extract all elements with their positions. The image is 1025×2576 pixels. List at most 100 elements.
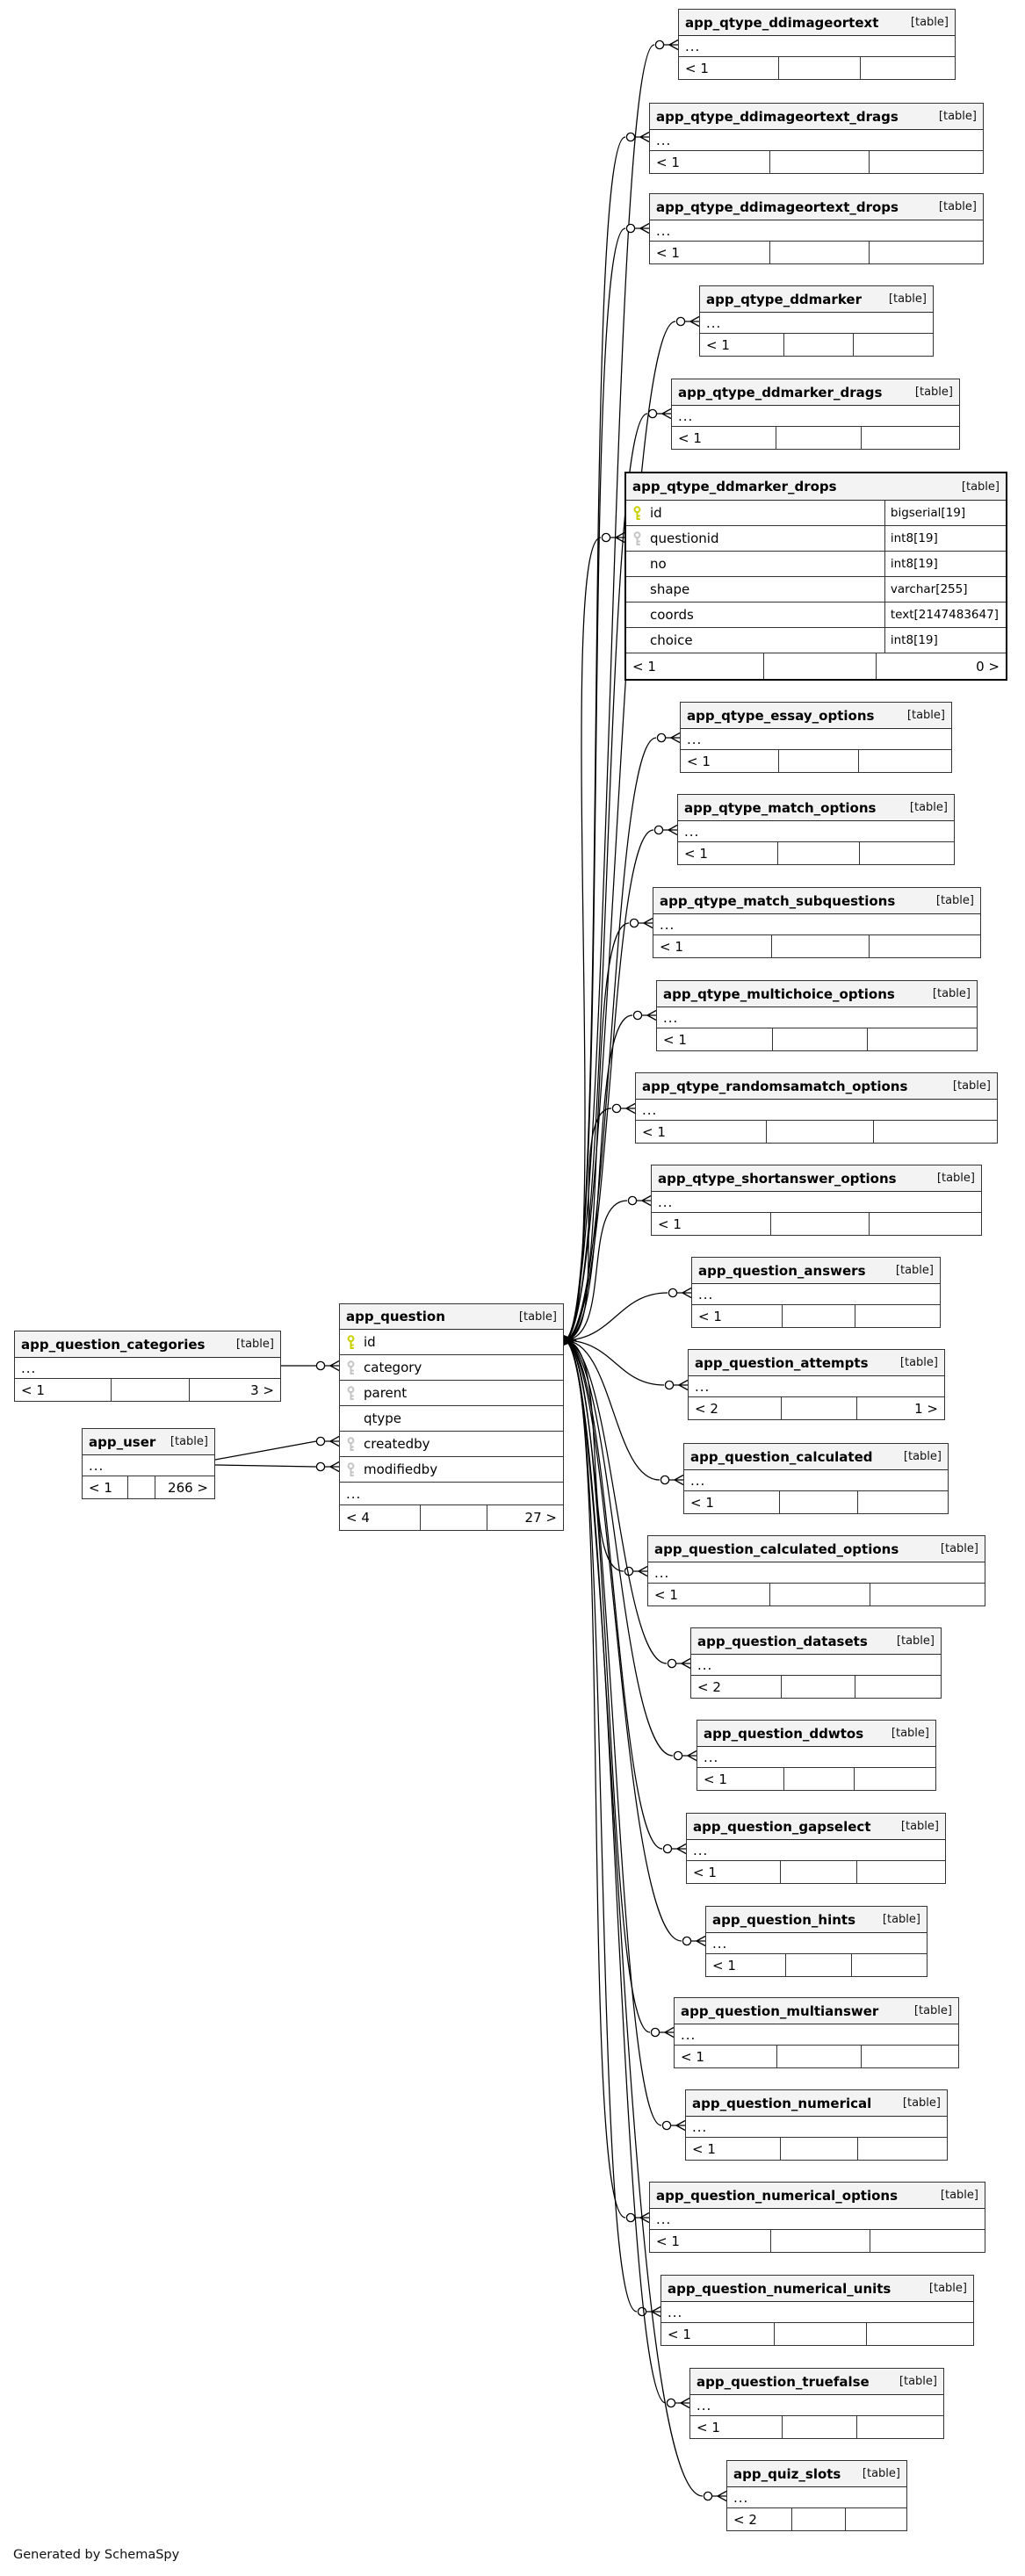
table-node-app_qtype_ddimageortext[interactable]: app_qtype_ddimageortext[table]...< 1: [678, 9, 956, 80]
table-type-badge: [table]: [899, 1356, 938, 1369]
table-footer: < 1: [650, 2230, 985, 2252]
table-name: app_qtype_match_options: [684, 799, 877, 816]
footer-cell: [762, 653, 877, 679]
zero-cardinality-circle: [315, 1360, 326, 1371]
table-type-badge: [table]: [961, 480, 1000, 494]
zero-cardinality-circle: [315, 1436, 326, 1447]
footer-cell: < 1: [654, 1586, 678, 1603]
ellipsis-text: ...: [654, 1564, 670, 1581]
table-footer: < 2: [727, 2508, 906, 2530]
table-footer: < 1: [706, 1954, 927, 1976]
footer-cell: [870, 935, 980, 957]
table-name: app_question_truefalse: [697, 2373, 870, 2390]
foreign-key-icon: [346, 1360, 357, 1375]
table-node-app_question_calculated_options[interactable]: app_question_calculated_options[table]..…: [647, 1535, 985, 1606]
columns-ellipsis-row: ...: [689, 1376, 944, 1397]
footer-cell: < 1: [685, 60, 709, 76]
table-node-app_question_ddwtos[interactable]: app_question_ddwtos[table]...< 1: [697, 1720, 936, 1791]
table-node-app_question_numerical_units[interactable]: app_question_numerical_units[table]...< …: [660, 2275, 974, 2346]
table-header: app_question_multianswer[table]: [675, 1998, 958, 2024]
columns-ellipsis-row: ...: [690, 2395, 943, 2416]
columns-ellipsis-row: ...: [650, 220, 983, 242]
column-name: qtype: [364, 1411, 402, 1426]
table-node-app_question_numerical_options[interactable]: app_question_numerical_options[table]...…: [649, 2182, 985, 2253]
table-node-app_qtype_match_subquestions[interactable]: app_qtype_match_subquestions[table]...< …: [653, 887, 981, 958]
table-node-app_qtype_multichoice_options[interactable]: app_qtype_multichoice_options[table]...<…: [656, 980, 978, 1051]
table-node-app_question_multianswer[interactable]: app_question_multianswer[table]...< 1: [674, 1997, 959, 2068]
table-type-badge: [table]: [940, 2189, 978, 2202]
table-type-badge: [table]: [518, 1310, 557, 1324]
ellipsis-text: ...: [698, 1286, 714, 1302]
table-node-app_qtype_match_options[interactable]: app_qtype_match_options[table]...< 1: [677, 794, 955, 865]
table-header: app_question_datasets[table]: [691, 1628, 941, 1655]
zero-cardinality-circle: [611, 1103, 622, 1114]
table-node-app_question_calculated[interactable]: app_question_calculated[table]...< 1: [683, 1443, 949, 1514]
zero-cardinality-circle: [625, 223, 636, 234]
zero-cardinality-circle: [654, 40, 665, 50]
footer-cell: [781, 2416, 858, 2438]
table-name: app_qtype_ddimageortext_drops: [656, 198, 899, 215]
ellipsis-text: ...: [706, 314, 722, 331]
ellipsis-text: ...: [692, 2118, 708, 2135]
table-header: app_question_numerical_units[table]: [661, 2276, 973, 2302]
footer-cell: [785, 1954, 852, 1976]
footer-cell: < 1: [89, 1479, 112, 1496]
footer-cell: [770, 1213, 870, 1235]
columns-ellipsis-row: ...: [686, 2117, 947, 2138]
columns-ellipsis-row: ...: [691, 1655, 941, 1676]
fk-edge: [563, 1009, 657, 1341]
table-footer: < 1: [697, 1768, 935, 1790]
table-node-app_question_truefalse[interactable]: app_question_truefalse[table]...< 1: [689, 2368, 944, 2439]
table-node-app_qtype_shortanswer_options[interactable]: app_qtype_shortanswer_options[table]...<…: [651, 1165, 982, 1236]
table-header: app_question_calculated_options[table]: [648, 1536, 985, 1562]
table-node-app_question_answers[interactable]: app_question_answers[table]...< 1: [691, 1257, 941, 1328]
table-node-app_qtype_ddimageortext_drags[interactable]: app_qtype_ddimageortext_drags[table]...<…: [649, 103, 984, 174]
footer-cell: < 1: [678, 429, 702, 446]
ellipsis-text: ...: [704, 1749, 719, 1765]
table-node-app_qtype_randomsamatch_options[interactable]: app_qtype_randomsamatch_options[table]..…: [635, 1072, 998, 1144]
column-name: choice: [650, 632, 693, 648]
footer-cell: < 1: [660, 938, 683, 955]
ellipsis-text: ...: [668, 2304, 683, 2320]
table-name: app_question_attempts: [695, 1354, 869, 1371]
table-node-app_quiz_slots[interactable]: app_quiz_slots[table]...< 2: [726, 2460, 907, 2531]
table-node-app_qtype_ddmarker[interactable]: app_qtype_ddmarker[table]...< 1: [699, 285, 934, 357]
footer-cell: [859, 750, 951, 772]
table-name: app_question_gapselect: [693, 1818, 871, 1835]
table-header: app_qtype_match_options[table]: [678, 795, 954, 821]
table-header: app_question[table]: [340, 1304, 563, 1330]
footer-cell: [870, 242, 983, 263]
zero-cardinality-circle: [315, 1461, 326, 1472]
column-name: id: [364, 1334, 376, 1350]
table-header: app_qtype_ddmarker_drags[table]: [672, 379, 959, 406]
zero-cardinality-circle: [625, 132, 636, 142]
footer-cell: [857, 2416, 943, 2438]
table-header: app_question_answers[table]: [692, 1258, 940, 1284]
table-node-app_question_datasets[interactable]: app_question_datasets[table]...< 2: [690, 1627, 942, 1699]
zero-cardinality-circle: [650, 2027, 660, 2038]
table-node-app_qtype_ddimageortext_drops[interactable]: app_qtype_ddimageortext_drops[table]...<…: [649, 193, 984, 264]
table-node-app_question_gapselect[interactable]: app_question_gapselect[table]...< 1: [686, 1813, 946, 1884]
columns-ellipsis-row: ...: [727, 2487, 906, 2508]
table-header: app_quiz_slots[table]: [727, 2461, 906, 2487]
ellipsis-text: ...: [660, 916, 675, 933]
table-type-badge: [table]: [938, 110, 977, 123]
footer-cell: [862, 2046, 958, 2067]
table-node-app_question_numerical[interactable]: app_question_numerical[table]...< 1: [685, 2089, 948, 2161]
table-node-app_qtype_ddmarker_drags[interactable]: app_qtype_ddmarker_drags[table]...< 1: [671, 379, 960, 450]
table-node-app_question_hints[interactable]: app_question_hints[table]...< 1: [705, 1906, 928, 1977]
ellipsis-text: ...: [685, 38, 701, 54]
zero-cardinality-circle: [661, 2120, 672, 2131]
footer-cell: [773, 2323, 868, 2345]
table-node-app_qtype_essay_options[interactable]: app_qtype_essay_options[table]...< 1: [680, 702, 952, 773]
zero-cardinality-circle: [668, 1288, 678, 1298]
